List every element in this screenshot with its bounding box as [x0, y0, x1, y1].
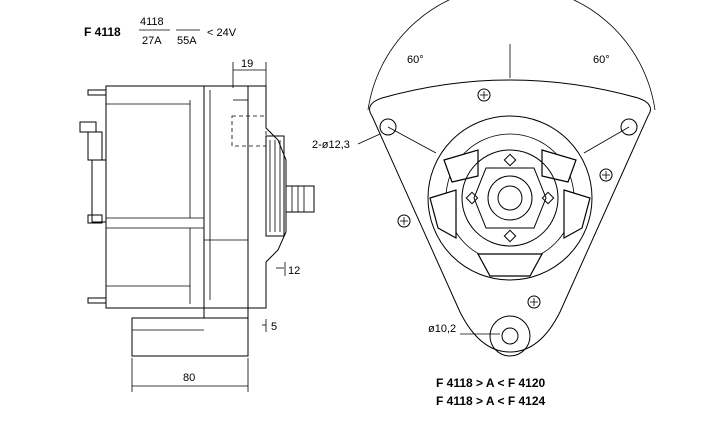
header: F 4118 4118 27A 55A < 24V: [84, 16, 237, 47]
voltage-label: < 24V: [207, 27, 237, 39]
foot-neck: [203, 307, 249, 319]
hub-outer: [461, 149, 559, 247]
hub-plate: [473, 167, 547, 229]
terminal-block: [87, 131, 103, 161]
hub-diamond-top: [503, 153, 517, 167]
stud-bottom: [87, 297, 107, 304]
angle-right-label: 60°: [593, 54, 610, 66]
pulley: [265, 135, 285, 237]
angle-arc: [367, 0, 656, 111]
side-view: 19: [79, 58, 315, 392]
front-view: 60° 60° 2-ø12,3 ø10,2: [312, 0, 656, 357]
fan-blade-4: [563, 189, 591, 240]
note-line-1: F 4118 > A < F 4120: [436, 376, 546, 390]
terminal-housing: [91, 159, 107, 223]
fraction-left-bottom: 27A: [142, 35, 162, 47]
terminal-1: [79, 121, 97, 133]
fraction-top: 4118: [140, 16, 164, 28]
hole-right-axis: [583, 126, 630, 154]
shaft-end: [497, 185, 523, 211]
bearing-hidden: [231, 115, 267, 147]
front-housing-outline: [369, 79, 651, 353]
screw-bottom: [527, 295, 541, 309]
rear-housing: [105, 85, 205, 309]
mounting-foot: [131, 317, 249, 357]
hub-nut: [487, 175, 533, 221]
stator: [203, 85, 249, 309]
screw-left: [397, 214, 411, 228]
screw-right: [599, 168, 613, 182]
fan-blade-3: [429, 189, 457, 240]
front-housing: [247, 85, 287, 309]
model-label: F 4118: [84, 25, 121, 39]
hub-diamond-left: [465, 191, 479, 205]
fan-blade-1: [443, 149, 479, 183]
stud-top: [87, 89, 107, 96]
bottom-lug: [489, 315, 531, 357]
screw-top: [477, 88, 491, 102]
mount-hole-right: [620, 118, 638, 136]
dim-5-label: 5: [271, 321, 277, 333]
dim-19-label: 19: [241, 58, 253, 70]
bottom-hole-label: ø10,2: [428, 323, 456, 335]
note-line-2: F 4118 > A < F 4124: [436, 394, 546, 408]
fraction-right-bottom: 55A: [177, 35, 197, 47]
shaft: [285, 185, 315, 213]
hub-diamond-bottom: [503, 229, 517, 243]
hole-left-axis: [387, 126, 437, 154]
hub-diamond-right: [541, 191, 555, 205]
dim-12-label: 12: [288, 265, 300, 277]
mount-hole-left: [379, 118, 397, 136]
fan-outer-ring: [427, 115, 593, 281]
notes: F 4118 > A < F 4120 F 4118 > A < F 4124: [436, 376, 546, 408]
hole-leader: [357, 133, 381, 145]
bottom-hole: [501, 327, 519, 345]
dim-80-label: 80: [183, 372, 195, 384]
fan-blade-2: [541, 149, 577, 183]
angle-left-label: 60°: [407, 54, 424, 66]
hole-label: 2-ø12,3: [312, 139, 350, 151]
fan-blade-5: [476, 253, 544, 277]
terminal-2: [87, 214, 103, 224]
